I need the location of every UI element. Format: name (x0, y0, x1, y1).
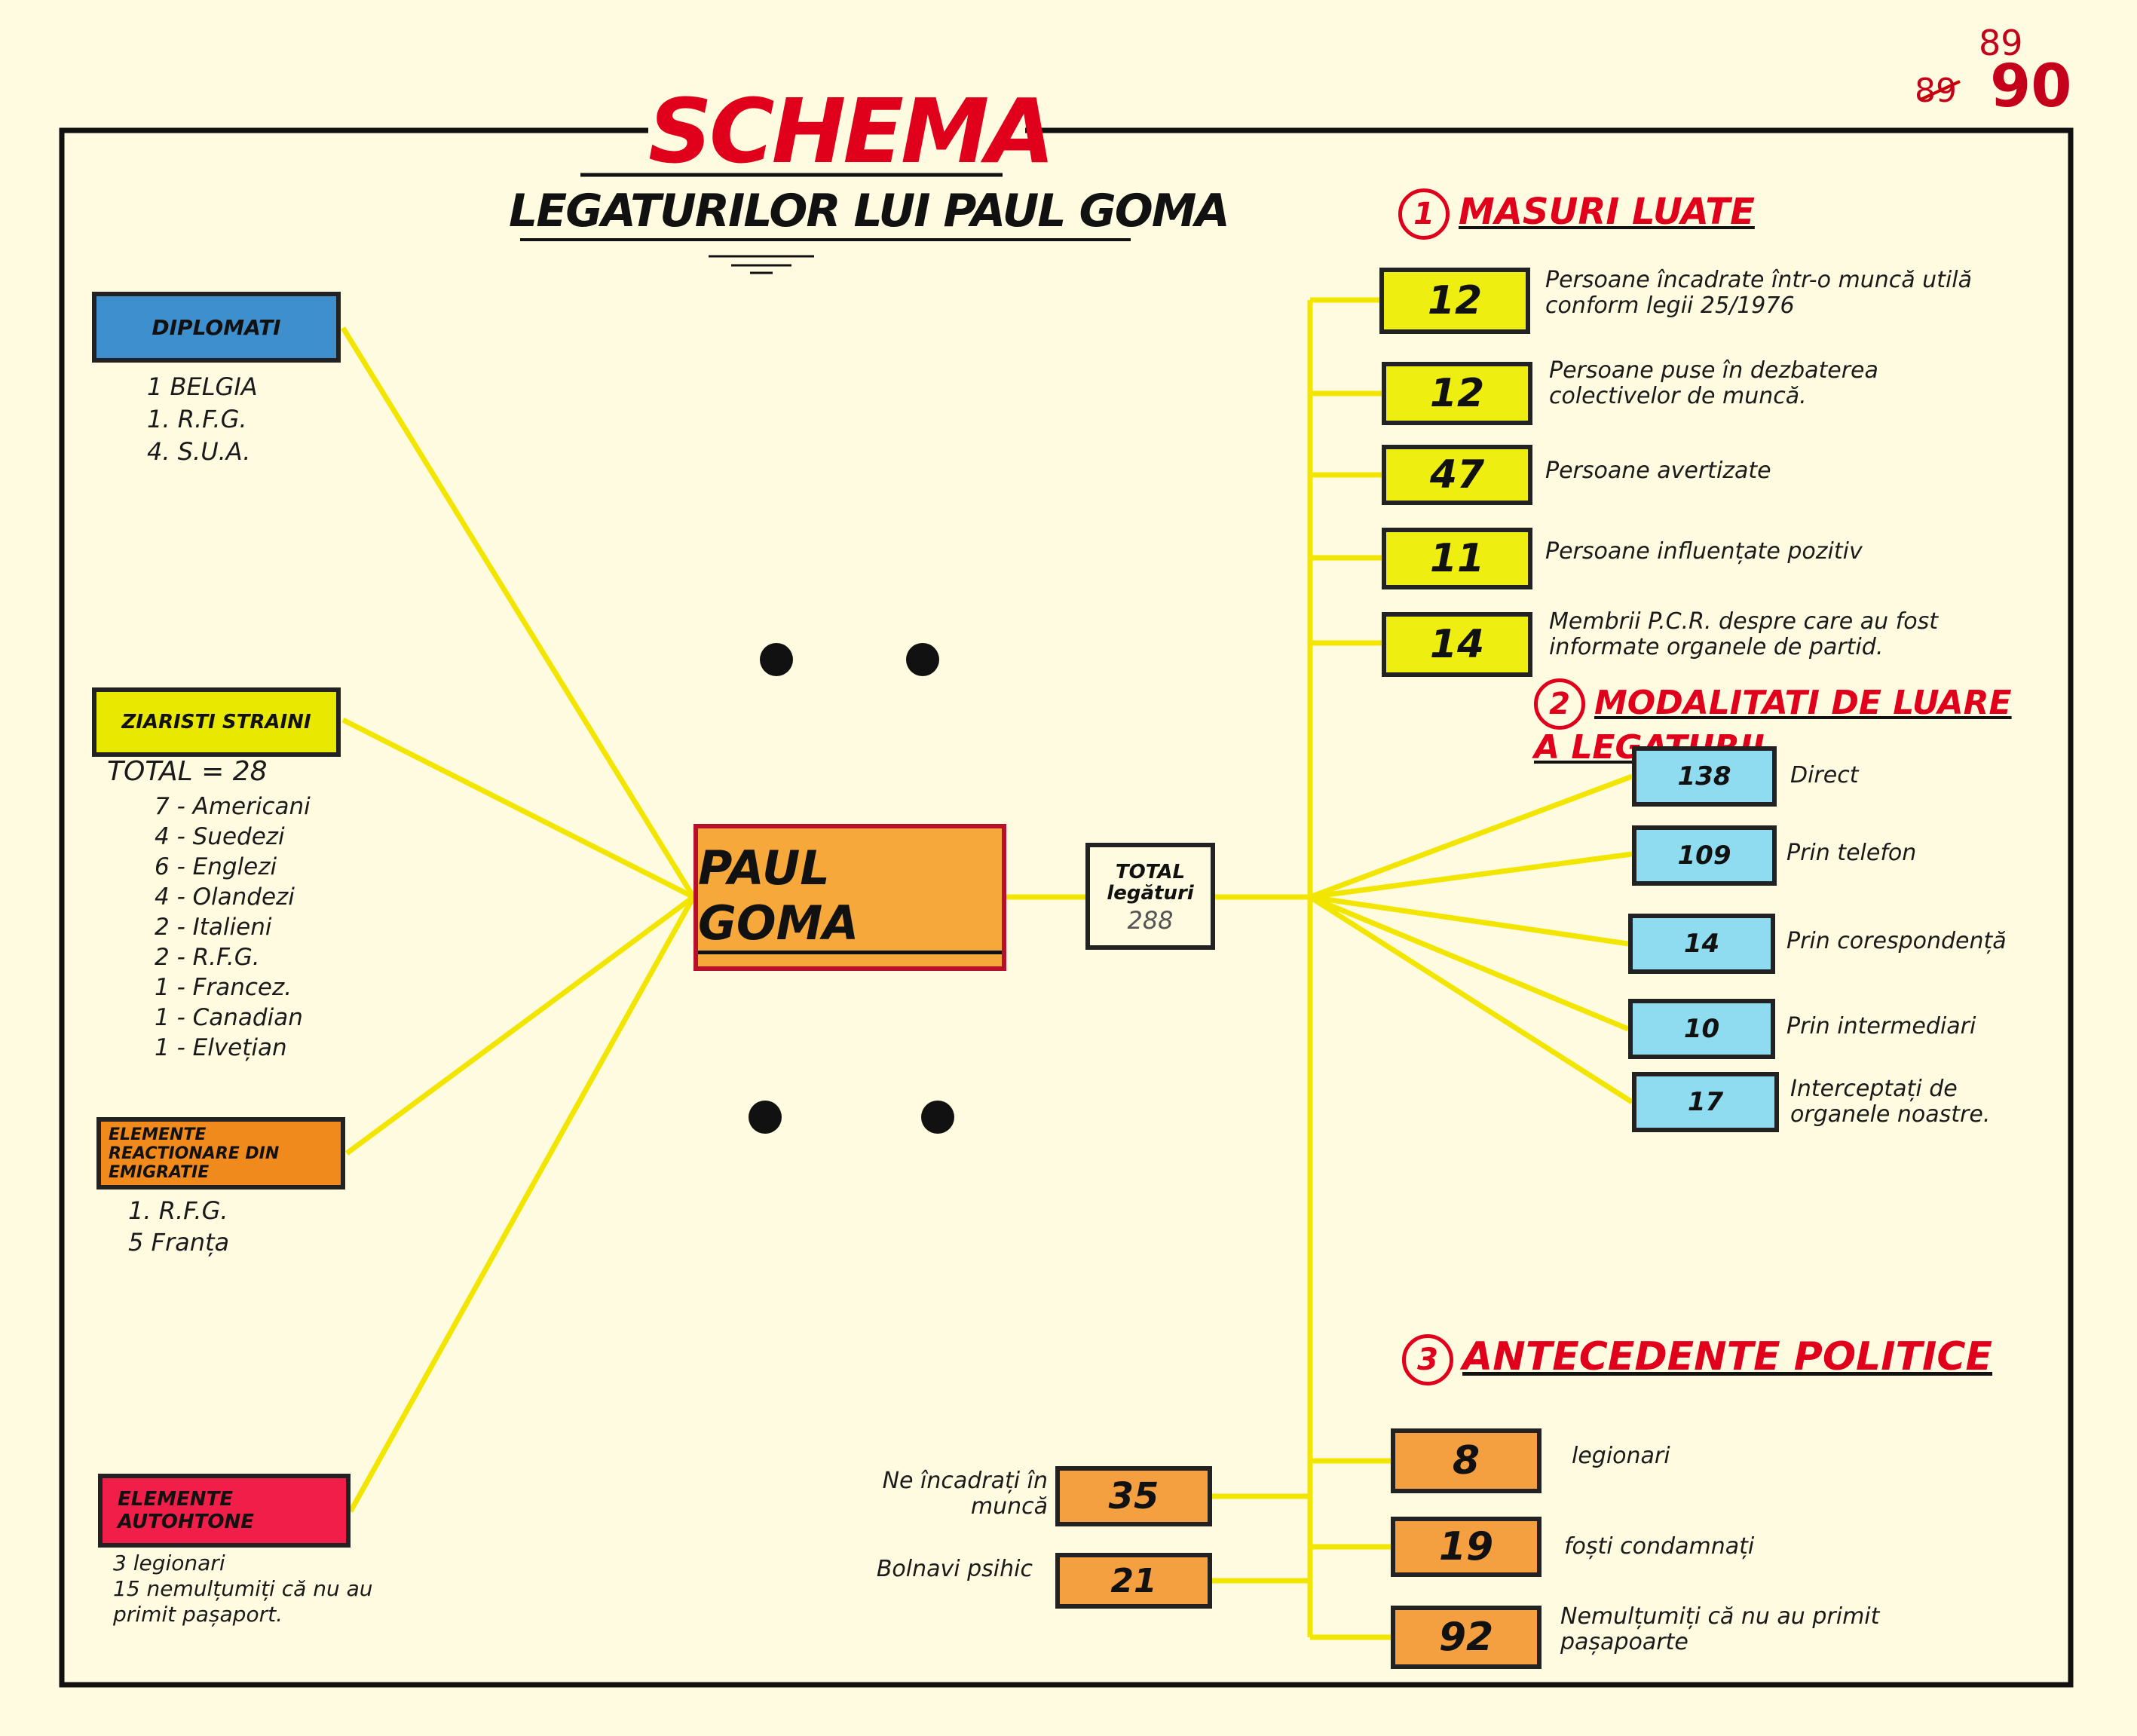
autohtone-details: 3 legionari 15 nemulțumiți că nu au prim… (113, 1551, 373, 1627)
group-autohtone: ELEMENTE AUTOHTONE (98, 1474, 351, 1548)
antecedent-value-box: 8 (1391, 1428, 1542, 1493)
page-number-struck: 89 (1915, 72, 1957, 110)
decor-dot (749, 1101, 782, 1134)
outer-frame (59, 127, 2074, 1688)
section1-title-text: MASURI LUATE (1459, 191, 1755, 233)
connector-l4 (1309, 894, 1630, 1032)
measure-label: Membrii P.C.R. despre care au fost infor… (1549, 608, 1938, 660)
antecedent-label: legionari (1572, 1443, 1670, 1469)
total-box: TOTAL legături 288 (1085, 843, 1215, 950)
antecedent-label: foști condamnați (1564, 1533, 1755, 1560)
group-emigratie: ELEMENTE REACTIONARE DIN EMIGRATIE (96, 1117, 345, 1189)
measure-value-box: 11 (1382, 528, 1532, 589)
ziaristi-details: 7 - Americani 4 - Suedezi 6 - Englezi 4 … (155, 793, 311, 1061)
center-label: PAUL GOMA (698, 840, 1002, 954)
page-title: SCHEMA (648, 79, 1055, 183)
page-subtitle: LEGATURILOR LUI PAUL GOMA (509, 185, 1230, 237)
mode-value-box: 10 (1628, 999, 1775, 1059)
section2-title-text: MODALITATI DE LUARE A LEGATURII (1534, 684, 2012, 767)
emigratie-details: 1. R.F.G. 5 Franța (128, 1196, 230, 1257)
antecedent-label: Nemulțumiți că nu au primit pașapoarte (1560, 1603, 1880, 1655)
total-label: TOTAL legături (1107, 861, 1194, 905)
section1-number: 1 (1398, 188, 1450, 240)
mode-value-box: 17 (1632, 1072, 1779, 1132)
mode-label: Prin telefon (1786, 840, 1917, 866)
extra-label: Ne încadrați în muncă (882, 1468, 1048, 1520)
decor-dot (921, 1101, 954, 1134)
mode-value-box: 109 (1632, 825, 1777, 886)
mode-value-box: 14 (1628, 914, 1775, 974)
measure-value-box: 47 (1382, 445, 1532, 505)
measure-label: Persoane încadrate într-o muncă utilă co… (1545, 267, 1973, 319)
decor-dot (760, 643, 793, 676)
connector-autohtone (347, 896, 697, 1513)
measure-label: Persoane puse în dezbaterea colectivelor… (1549, 357, 1878, 409)
connector-ziaristi (341, 717, 695, 900)
section3-number: 3 (1402, 1334, 1453, 1385)
page-number-top: 89 (1979, 23, 2023, 63)
connectors (341, 297, 1633, 1640)
mode-label: Interceptați de organele noastre. (1790, 1076, 1991, 1128)
connector-l1 (1309, 773, 1633, 900)
measure-label: Persoane influențate pozitiv (1545, 538, 1863, 565)
connector-emigratie (344, 895, 696, 1156)
mode-label: Prin intermediari (1786, 1013, 1976, 1039)
measure-label: Persoane avertizate (1545, 458, 1771, 484)
measure-value-box: 12 (1379, 268, 1530, 334)
antecedent-value-box: 92 (1391, 1606, 1542, 1669)
connector-diplomati (341, 326, 696, 899)
section3-title-text: ANTECEDENTE POLITICE (1462, 1334, 1993, 1379)
diplomati-details: 1 BELGIA 1. R.F.G. 4. S.U.A. (147, 372, 258, 466)
total-value: 288 (1127, 906, 1174, 935)
extra-value-box: 21 (1055, 1553, 1212, 1609)
extra-label: Bolnavi psihic (876, 1556, 1033, 1582)
mode-value-box: 138 (1632, 746, 1777, 807)
extra-value-box: 35 (1055, 1466, 1212, 1526)
connector-l2 (1309, 851, 1633, 900)
connector-l5 (1309, 895, 1633, 1104)
mode-label: Direct (1790, 762, 1859, 788)
ziaristi-total: TOTAL = 28 (107, 756, 268, 787)
page-number-new: 90 (1990, 53, 2072, 121)
decor-dot (906, 643, 939, 676)
mode-label: Prin corespondență (1786, 928, 2007, 954)
center-node: PAUL GOMA (693, 824, 1006, 971)
section2-number: 2 (1534, 678, 1585, 730)
antecedent-value-box: 19 (1391, 1517, 1542, 1577)
connector-l3 (1309, 894, 1629, 947)
measure-value-box: 12 (1382, 362, 1532, 425)
group-diplomati: DIPLOMATI (92, 292, 341, 363)
measure-value-box: 14 (1382, 612, 1532, 677)
page-number-strike (1920, 80, 1961, 101)
group-ziaristi: ZIARISTI STRAINI (92, 687, 341, 757)
